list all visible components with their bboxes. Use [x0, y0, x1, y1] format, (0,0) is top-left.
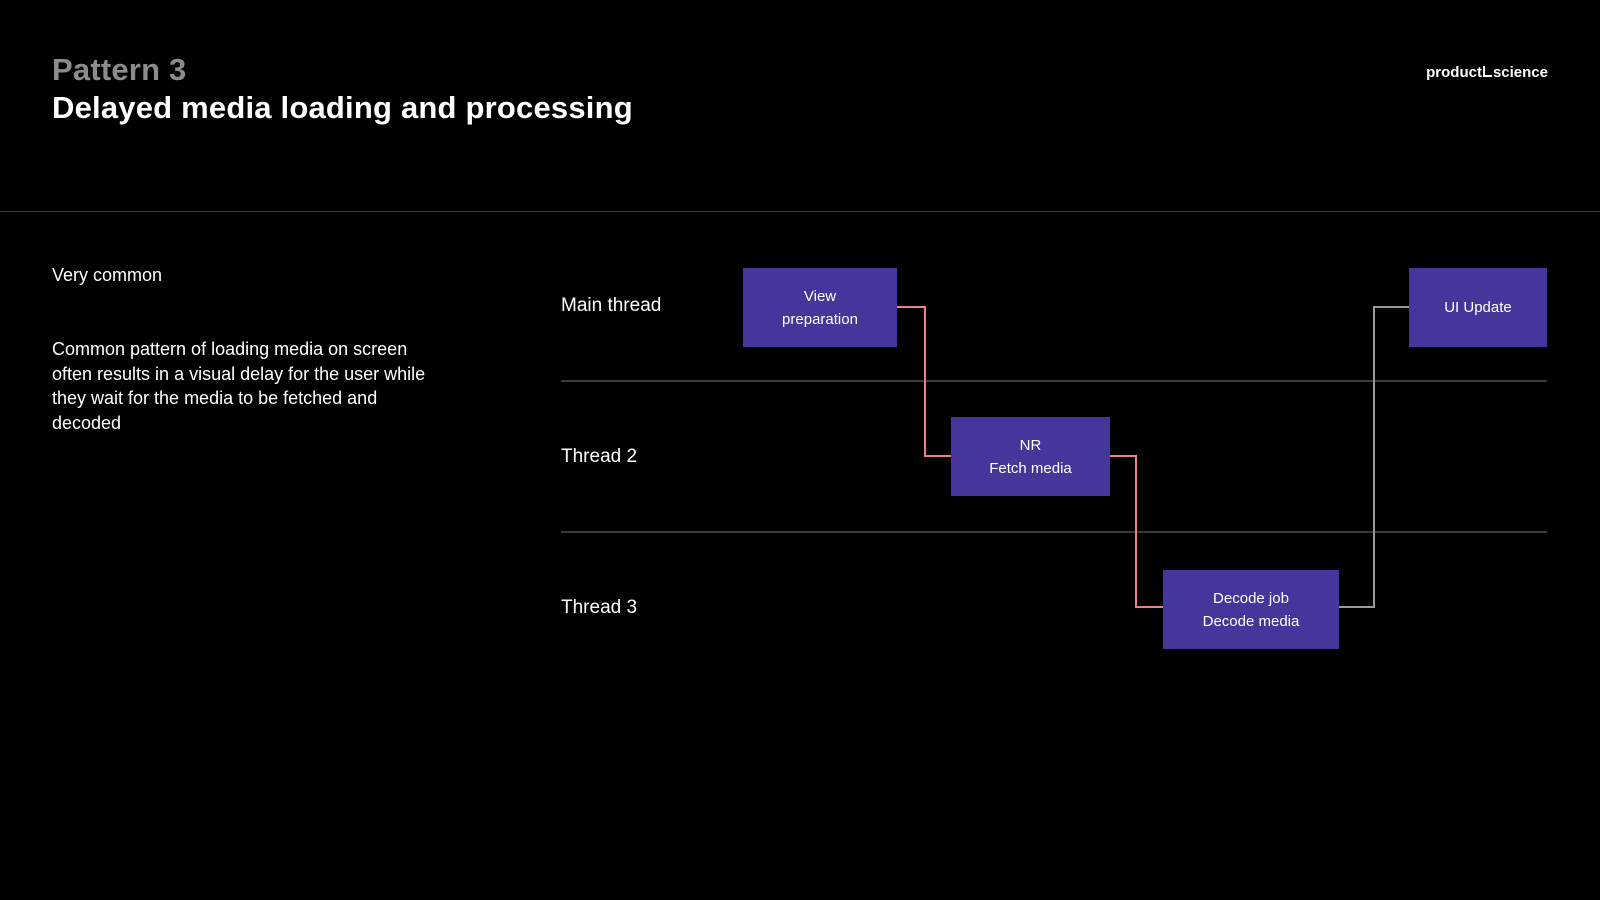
frequency-label: Very common [52, 265, 163, 285]
header-divider [0, 211, 1600, 212]
task-view-preparation: View preparation [743, 268, 897, 347]
lane-divider-1 [561, 380, 1547, 382]
task-fetch-media: NR Fetch media [951, 417, 1110, 496]
lane-divider-2 [561, 531, 1547, 533]
task-decode-media: Decode job Decode media [1163, 570, 1339, 649]
task-fetch-media-line1: NR [1019, 436, 1042, 454]
pattern-description: Common pattern of loading media on scree… [52, 339, 426, 433]
thread-label-2: Thread 2 [561, 446, 638, 467]
brand-logo: product science [1426, 64, 1548, 81]
page-title: Delayed media loading and processing [52, 90, 633, 125]
task-ui-update-line1: UI Update [1444, 299, 1512, 316]
task-decode-media-line2: Decode media [1202, 612, 1300, 630]
logo-text-left: product [1426, 64, 1482, 81]
task-view-preparation-line2: preparation [782, 310, 858, 328]
thread-label-3: Thread 3 [561, 597, 638, 618]
pattern-label: Pattern 3 [52, 52, 187, 87]
task-decode-media-line1: Decode job [1213, 589, 1289, 607]
thread-label-main: Main thread [561, 295, 662, 316]
logo-text-right: science [1492, 64, 1548, 81]
task-fetch-media-line2: Fetch media [989, 459, 1072, 477]
task-view-preparation-line1: View [803, 287, 837, 305]
task-ui-update: UI Update [1409, 268, 1547, 347]
logo-separator-icon [1482, 66, 1492, 77]
connector-decode-to-ui-update [1339, 306, 1409, 608]
